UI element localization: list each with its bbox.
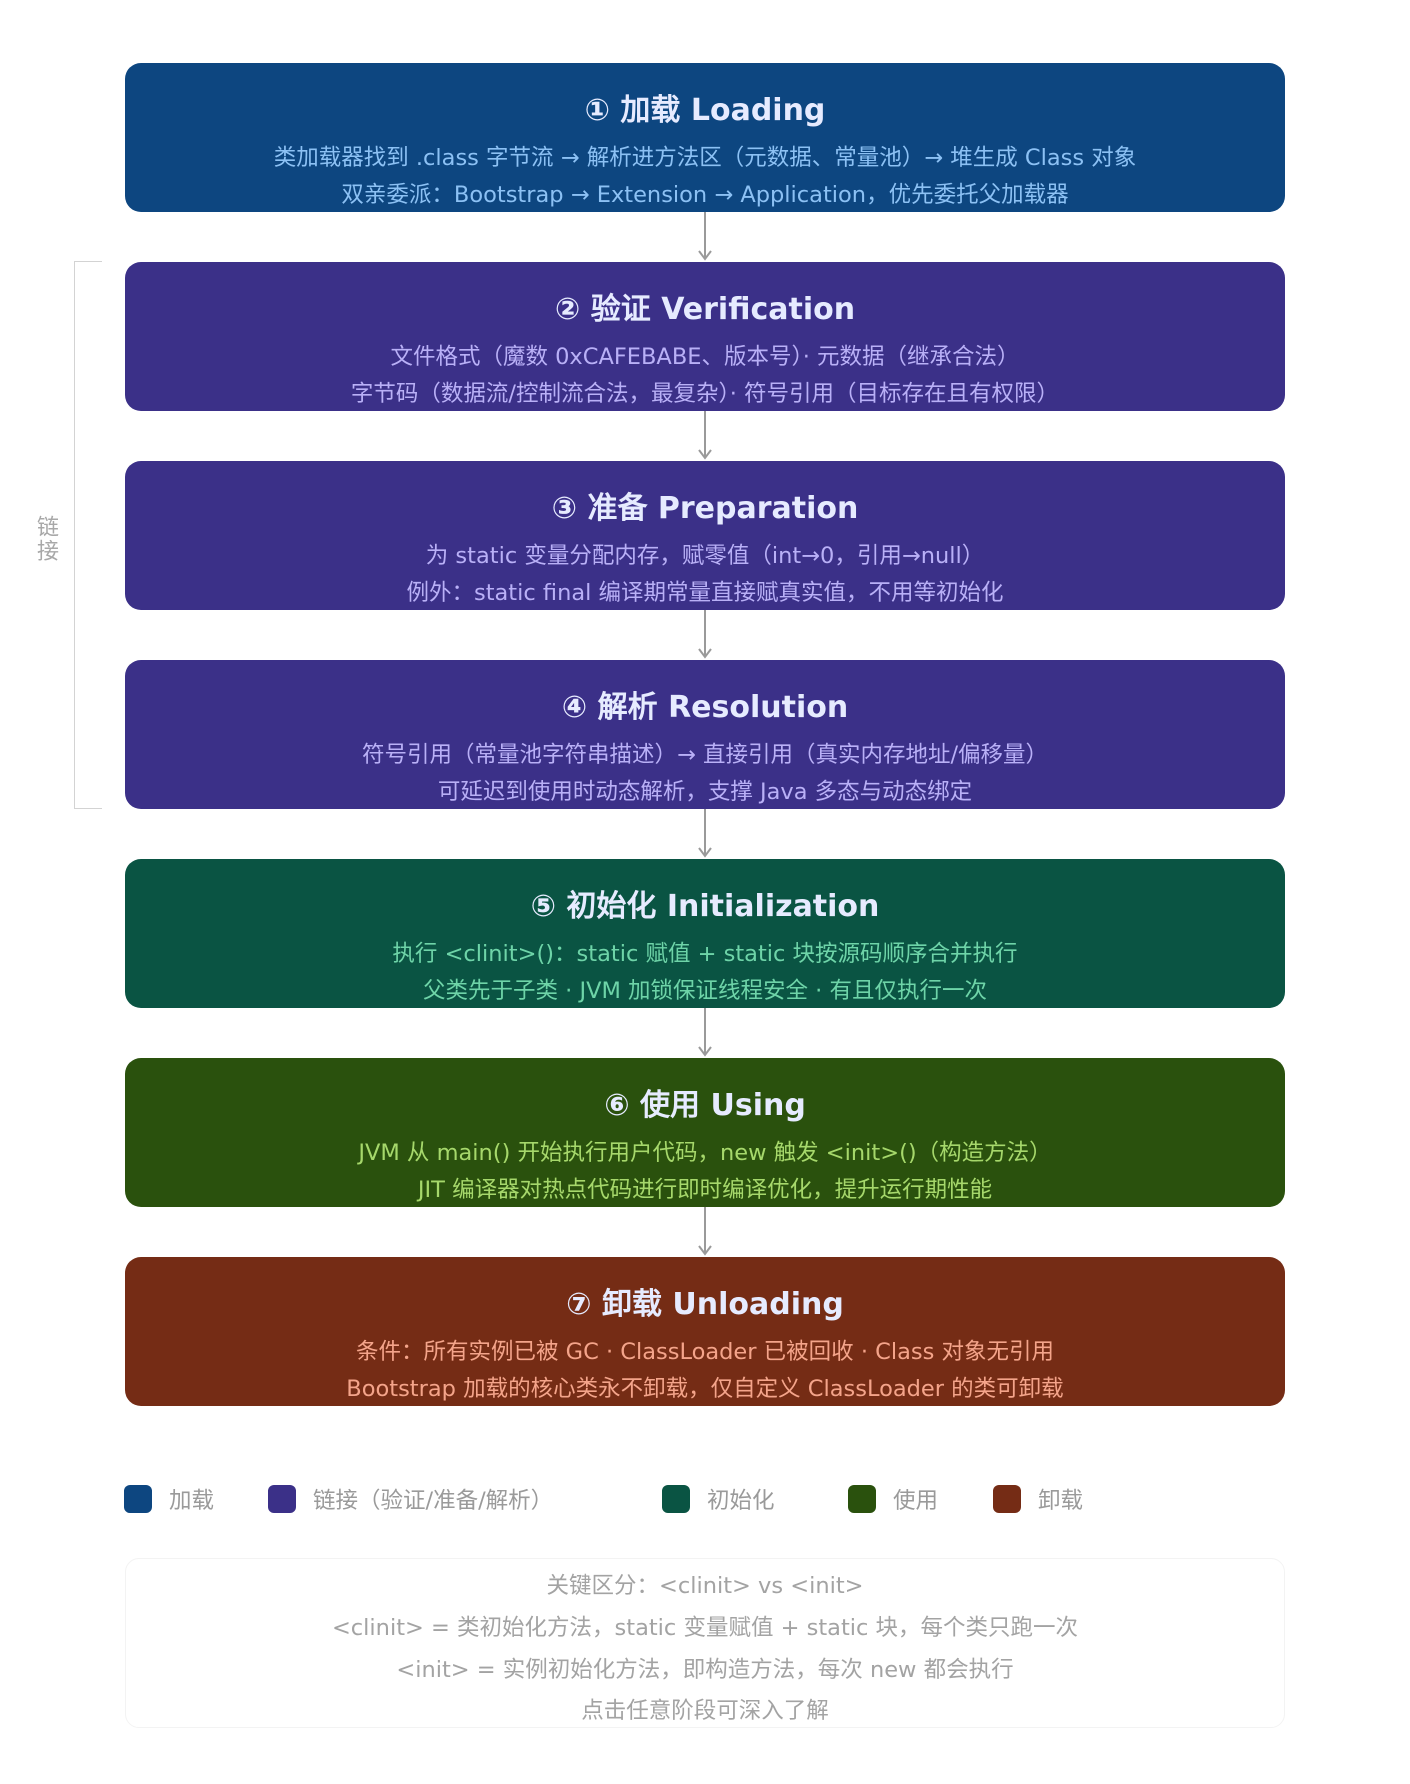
legend: 加载 链接（验证/准备/解析） 初始化 使用 卸载 [0, 1482, 1410, 1516]
down-arrow-icon [698, 212, 712, 261]
stage-description: 父类先于子类 · JVM 加锁保证线程安全 · 有且仅执行一次 [422, 978, 987, 1004]
note-hint: 点击任意阶段可深入了解 [581, 1698, 829, 1724]
legend-swatch [268, 1485, 296, 1513]
down-arrow-icon [698, 610, 712, 659]
stage-loading[interactable]: ① 加载 Loading 类加载器找到 .class 字节流 → 解析进方法区（… [125, 63, 1285, 212]
stage-initialization[interactable]: ⑤ 初始化 Initialization 执行 <clinit>()：stati… [125, 859, 1285, 1008]
legend-label: 使用 [893, 1488, 939, 1514]
note-line: <init> = 实例初始化方法，即构造方法，每次 new 都会执行 [396, 1657, 1014, 1683]
stage-title: ① 加载 Loading [584, 93, 826, 128]
stage-description: 为 static 变量分配内存，赋零值（int→0，引用→null） [425, 543, 985, 569]
stage-title: ④ 解析 Resolution [561, 690, 849, 725]
note-heading: 关键区分：<clinit> vs <init> [546, 1573, 864, 1599]
stage-description: 可延迟到使用时动态解析，支撑 Java 多态与动态绑定 [437, 779, 973, 805]
linking-bracket [74, 261, 102, 809]
legend-item-unloading: 卸载 [993, 1482, 1083, 1516]
legend-item-initialization: 初始化 [662, 1482, 775, 1516]
legend-label: 初始化 [707, 1488, 775, 1514]
legend-item-using: 使用 [848, 1482, 938, 1516]
stage-unloading[interactable]: ⑦ 卸载 Unloading 条件：所有实例已被 GC · ClassLoade… [125, 1257, 1285, 1406]
stage-description: JVM 从 main() 开始执行用户代码，new 触发 <init>()（构造… [358, 1140, 1052, 1166]
legend-item-linking: 链接（验证/准备/解析） [268, 1482, 553, 1516]
stage-description: Bootstrap 加载的核心类永不卸载，仅自定义 ClassLoader 的类… [346, 1376, 1064, 1402]
stage-title: ② 验证 Verification [554, 292, 856, 327]
stage-description: 类加载器找到 .class 字节流 → 解析进方法区（元数据、常量池）→ 堆生成… [273, 145, 1137, 171]
down-arrow-icon [698, 411, 712, 460]
stage-preparation[interactable]: ③ 准备 Preparation 为 static 变量分配内存，赋零值（int… [125, 461, 1285, 610]
stage-description: 双亲委派：Bootstrap → Extension → Application… [341, 182, 1069, 208]
down-arrow-icon [698, 1207, 712, 1256]
stage-title: ③ 准备 Preparation [551, 491, 859, 526]
down-arrow-icon [698, 1008, 712, 1057]
stage-description: 字节码（数据流/控制流合法，最复杂）· 符号引用（目标存在且有权限） [350, 381, 1060, 407]
stage-description: 执行 <clinit>()：static 赋值 + static 块按源码顺序合… [392, 941, 1018, 967]
stage-verification[interactable]: ② 验证 Verification 文件格式（魔数 0xCAFEBABE、版本号… [125, 262, 1285, 411]
legend-swatch [124, 1485, 152, 1513]
stage-description: 例外：static final 编译期常量直接赋真实值，不用等初始化 [406, 580, 1004, 606]
linking-bracket-label: 链接 [33, 515, 58, 563]
legend-label: 卸载 [1038, 1488, 1084, 1514]
stage-title: ⑥ 使用 Using [604, 1088, 806, 1123]
stage-description: 条件：所有实例已被 GC · ClassLoader 已被回收 · Class … [356, 1339, 1054, 1365]
stage-title: ⑤ 初始化 Initialization [530, 889, 880, 924]
legend-item-loading: 加载 [124, 1482, 214, 1516]
stage-using[interactable]: ⑥ 使用 Using JVM 从 main() 开始执行用户代码，new 触发 … [125, 1058, 1285, 1207]
down-arrow-icon [698, 809, 712, 858]
stage-description: JIT 编译器对热点代码进行即时编译优化，提升运行期性能 [417, 1177, 993, 1203]
stage-resolution[interactable]: ④ 解析 Resolution 符号引用（常量池字符串描述）→ 直接引用（真实内… [125, 660, 1285, 809]
legend-swatch [848, 1485, 876, 1513]
stage-description: 符号引用（常量池字符串描述）→ 直接引用（真实内存地址/偏移量） [361, 742, 1049, 768]
legend-label: 链接（验证/准备/解析） [313, 1488, 554, 1514]
note-line: <clinit> = 类初始化方法，static 变量赋值 + static 块… [331, 1615, 1079, 1641]
legend-swatch [993, 1485, 1021, 1513]
stage-title: ⑦ 卸载 Unloading [566, 1287, 844, 1322]
stage-description: 文件格式（魔数 0xCAFEBABE、版本号）· 元数据（继承合法） [390, 344, 1020, 370]
legend-swatch [662, 1485, 690, 1513]
legend-label: 加载 [169, 1488, 215, 1514]
key-difference-note: 关键区分：<clinit> vs <init> <clinit> = 类初始化方… [125, 1558, 1285, 1728]
